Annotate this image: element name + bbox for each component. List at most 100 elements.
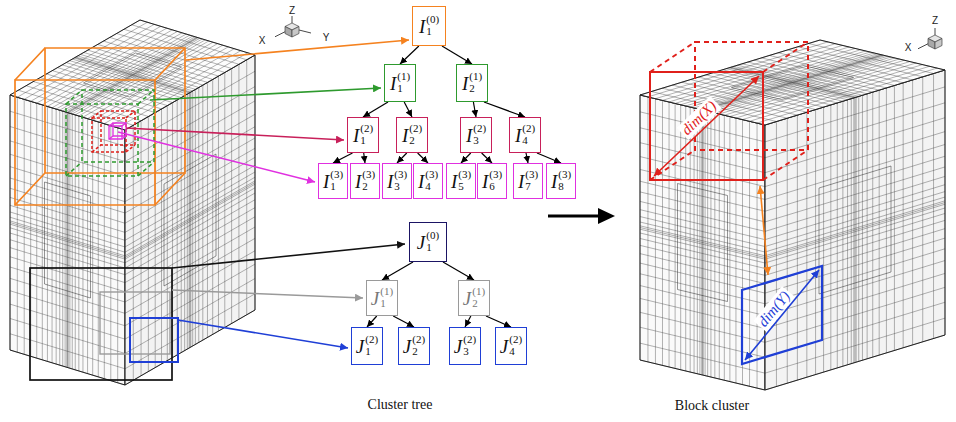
pointer-arrow [172,244,405,268]
axis-label: X [905,42,912,53]
region-outline [30,268,172,380]
index-subscript: 1 [365,346,371,358]
index-set-symbol: J [463,289,471,308]
cube-edge [765,70,945,390]
mesh-grid [640,40,945,125]
cluster-symbol: I(3)8 [551,169,571,192]
pointer-arrow [178,320,348,348]
index-subscript: 3 [394,181,400,193]
index-set-symbol: J [403,337,411,356]
index-subscript: 5 [458,181,464,193]
cluster-symbol: I(3)7 [518,169,538,192]
cube-face [640,95,765,390]
cube-edge [10,95,125,385]
cluster-node: J(0)1 [409,222,447,262]
tree-edge [461,153,471,163]
script-stack: (1)2 [469,71,482,94]
tree-edge [363,102,388,117]
cluster-symbol: J(2)4 [500,334,522,357]
level-superscript: (2) [412,334,425,346]
cluster-symbol: J(2)2 [403,334,425,357]
index-subscript: 1 [426,242,432,254]
cluster-node: I(3)4 [413,163,443,199]
script-stack: (1)1 [380,286,393,309]
region-outline [15,80,155,205]
cluster-symbol: I(2)4 [515,123,535,146]
level-superscript: (2) [409,123,422,135]
index-set-symbol: J [356,337,364,356]
index-set-symbol: I [402,126,408,145]
cluster-symbol: I(3)4 [418,169,438,192]
index-subscript: 1 [330,181,336,193]
cluster-symbol: J(2)3 [454,334,476,357]
index-set-symbol: J [371,289,379,308]
tree-edge [482,153,492,163]
region-outline [66,104,138,176]
cluster-node: I(3)2 [350,163,380,199]
tree-edge [442,46,472,64]
tree-edge [333,153,353,163]
index-set-symbol: I [419,17,425,36]
cluster-node: I(2)3 [460,117,492,153]
pointer-arrow [150,88,381,100]
level-superscript: (3) [525,169,538,181]
cluster-symbol: I(2)3 [466,123,486,146]
cluster-node: J(1)2 [458,280,490,316]
index-set-symbol: J [500,337,508,356]
axis-label: Z [932,15,938,26]
mesh-grid [765,70,945,390]
script-stack: (3)5 [458,169,471,192]
region-outline [100,292,170,354]
tree-edge [418,153,428,163]
script-stack: (2)3 [473,123,486,146]
level-superscript: (1) [397,71,410,83]
tree-edge [465,316,471,327]
index-subscript: 1 [360,135,366,147]
region-outline [695,42,808,150]
tree-edges [333,46,561,327]
index-set-symbol: I [462,74,468,93]
tree-edge [443,262,474,280]
script-stack: (3)4 [425,169,438,192]
index-set-symbol: J [454,337,462,356]
index-subscript: 7 [525,181,531,193]
cluster-node: I(2)4 [509,117,541,153]
cluster-node: I(1)2 [456,64,488,102]
region-outline [82,90,154,162]
index-set-symbol: I [451,172,457,191]
cube-face [10,95,125,385]
tree-edge [367,316,377,327]
script-stack: (2)1 [360,123,373,146]
cluster-symbol: I(3)2 [355,169,375,192]
script-stack: (2)2 [409,123,422,146]
script-stack: (3)7 [525,169,538,192]
axis-label: Y [323,32,330,43]
pointer-arrows [118,40,819,360]
level-superscript: (3) [489,169,502,181]
level-superscript: (2) [360,123,373,135]
script-stack: (3)2 [362,169,375,192]
mesh-refinement [45,182,91,298]
mesh-refinement [678,184,728,302]
cube-face [765,70,945,390]
cluster-region [15,42,822,380]
cluster-node: I(3)7 [513,163,543,199]
mesh-cube [640,40,945,390]
tree-edge [473,102,476,117]
script-stack: (3)1 [330,169,343,192]
level-superscript: (1) [469,71,482,83]
tree-edge [393,316,414,327]
cube-face [640,40,945,125]
index-subscript: 8 [558,181,564,193]
pointer-arrow [126,128,344,140]
cluster-node: I(2)1 [347,117,379,153]
pointer-arrow [760,186,768,275]
tree-edge [404,102,412,117]
cluster-symbol: J(0)1 [417,230,439,253]
cluster-symbol: J(2)1 [356,334,378,357]
index-set-symbol: I [482,172,488,191]
level-superscript: (1) [380,286,393,298]
